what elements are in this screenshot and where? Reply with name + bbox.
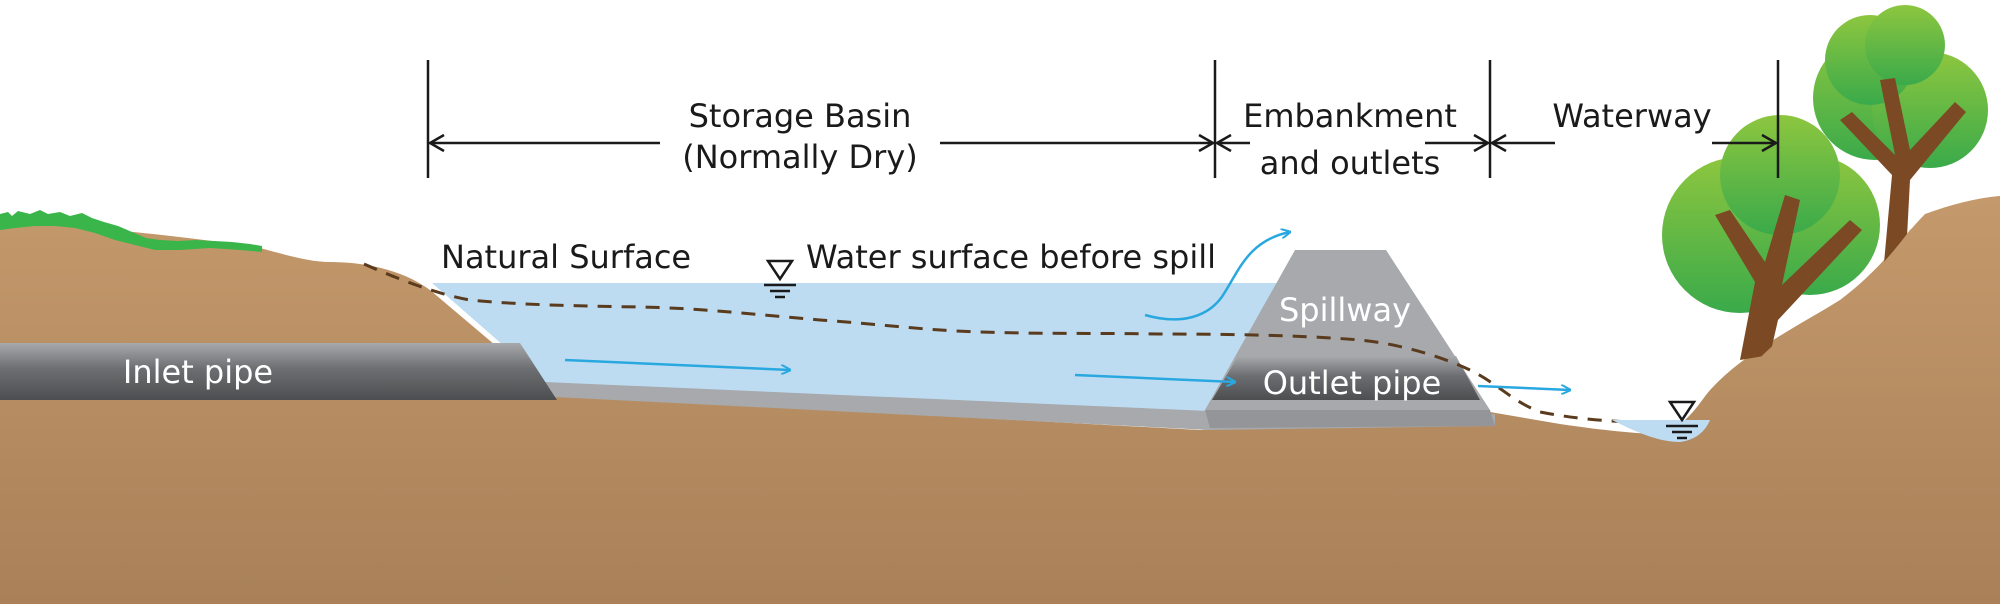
water-level-triangle-icon xyxy=(764,259,796,299)
outlet-pipe-label: Outlet pipe xyxy=(1263,364,1442,402)
waterway-label: Waterway xyxy=(1552,97,1711,135)
storage-basin-sublabel: (Normally Dry) xyxy=(682,138,917,176)
storage-basin-label: Storage Basin xyxy=(689,97,912,135)
embankment-label: Embankment xyxy=(1243,97,1457,135)
tree-front xyxy=(1813,5,1988,285)
natural-surface-line xyxy=(363,262,1701,440)
ground-soil xyxy=(0,196,2000,604)
inlet-pipe-label: Inlet pipe xyxy=(123,353,273,391)
water-surface-label: Water surface before spill xyxy=(806,238,1216,276)
water-level-triangle-icon xyxy=(1666,400,1698,440)
spillway-label: Spillway xyxy=(1279,291,1411,329)
outlet-discharge-arrow xyxy=(1477,386,1570,390)
outlet-flow-arrow xyxy=(1074,373,1235,382)
outlet-pipe xyxy=(1212,356,1480,400)
basin-floor xyxy=(545,382,1495,430)
embankment-shade xyxy=(1205,410,1495,428)
inlet-pipe xyxy=(0,343,557,400)
spill-flow-arrow xyxy=(1144,232,1290,321)
basin-flow-arrow xyxy=(564,358,790,370)
dimension-lines xyxy=(426,60,1780,178)
embankment-sublabel: and outlets xyxy=(1260,144,1441,182)
tree-back xyxy=(1662,115,1880,360)
grass-strip xyxy=(0,210,262,252)
right-hillside xyxy=(1700,196,2000,604)
natural-surface-label: Natural Surface xyxy=(441,238,691,276)
